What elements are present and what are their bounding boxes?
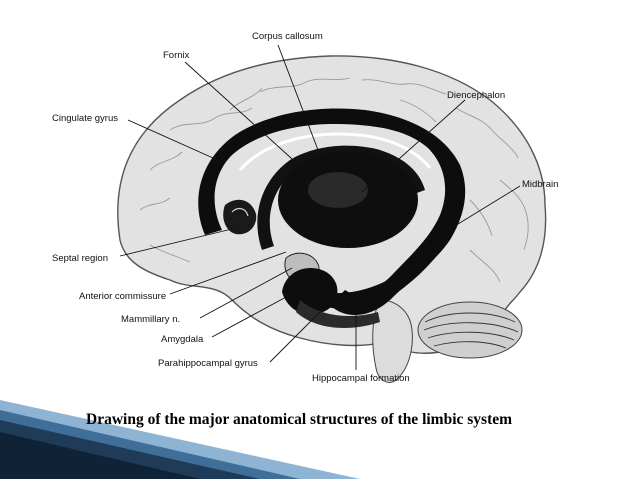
label-anterior-commissure: Anterior commissure bbox=[79, 291, 166, 302]
label-parahippocampal-gyrus: Parahippocampal gyrus bbox=[158, 358, 258, 369]
slide-decoration bbox=[0, 400, 360, 479]
brain-illustration bbox=[117, 55, 547, 383]
figure-caption: Drawing of the major anatomical structur… bbox=[86, 411, 513, 428]
label-cingulate-gyrus: Cingulate gyrus bbox=[52, 113, 118, 124]
hippocampal-formation-shape bbox=[320, 226, 452, 309]
label-midbrain: Midbrain bbox=[522, 179, 558, 190]
label-fornix: Fornix bbox=[163, 50, 190, 61]
cerebellum bbox=[417, 301, 523, 359]
septal-region-shape bbox=[223, 199, 257, 235]
label-corpus-callosum: Corpus callosum bbox=[252, 31, 323, 42]
label-amygdala: Amygdala bbox=[161, 334, 204, 345]
parahippocampal-gyrus-shape bbox=[296, 300, 380, 328]
label-diencephalon: Diencephalon bbox=[447, 90, 505, 101]
structure-labels: Corpus callosum Fornix Diencephalon Cing… bbox=[52, 31, 558, 384]
label-septal-region: Septal region bbox=[52, 253, 108, 264]
label-mammillary-n: Mammillary n. bbox=[121, 314, 180, 325]
leader-lines bbox=[119, 44, 521, 370]
label-hippocampal-formation: Hippocampal formation bbox=[312, 373, 410, 384]
brainstem bbox=[372, 299, 413, 383]
